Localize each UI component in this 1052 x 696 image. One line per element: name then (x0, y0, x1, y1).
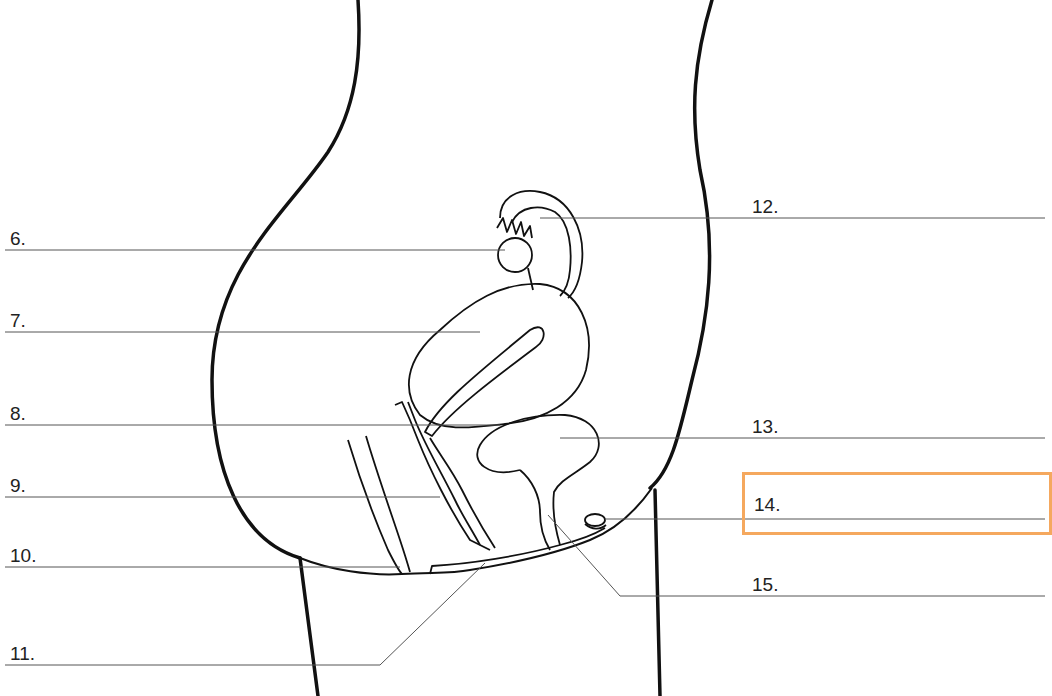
callout-number: 12. (752, 197, 778, 216)
fallopian-tube-outer (500, 191, 582, 298)
urethra (520, 470, 550, 550)
callout-number: 14. (754, 495, 780, 514)
bladder (477, 415, 599, 545)
fallopian-tube-inner (512, 207, 571, 296)
front-leg-line (655, 490, 660, 696)
vagina-back-wall (395, 402, 490, 550)
rectum-back-wall (348, 440, 402, 574)
ovary (498, 238, 532, 272)
callout-number: 8. (10, 404, 26, 423)
back-leg-line (300, 558, 318, 696)
callout-number: 7. (10, 311, 26, 330)
rectum-front-wall (366, 436, 410, 572)
callout-number: 11. (10, 644, 35, 663)
leader-line (5, 425, 500, 426)
leader-line (5, 563, 485, 665)
leader-line (560, 438, 1045, 439)
highlight-box: 14. (742, 472, 1052, 535)
body-outline (212, 0, 712, 696)
callout-number: 6. (10, 229, 26, 248)
vagina-lumen (408, 402, 480, 545)
fimbriae (497, 218, 532, 238)
perineum-outline (300, 488, 652, 574)
leader-line (540, 218, 1045, 219)
pelvic-floor (430, 528, 605, 574)
callout-number: 9. (10, 476, 26, 495)
uterine-cavity (425, 327, 544, 436)
ovarian-ligament (528, 268, 533, 290)
callout-number: 10. (10, 546, 36, 565)
leader-line (548, 515, 1045, 596)
callout-number: 15. (752, 575, 778, 594)
vagina-front-wall (430, 438, 495, 548)
clitoral-hood (585, 524, 606, 529)
leader-lines (5, 218, 1045, 665)
front-outline (650, 0, 712, 488)
leader-line (605, 519, 1045, 520)
organs (348, 191, 606, 574)
leader-line (5, 332, 480, 333)
leader-line (5, 250, 505, 251)
leader-line (5, 567, 400, 568)
clitoris (585, 514, 605, 526)
leader-line (5, 497, 440, 498)
back-outline (212, 0, 359, 558)
callout-number: 13. (752, 417, 778, 436)
